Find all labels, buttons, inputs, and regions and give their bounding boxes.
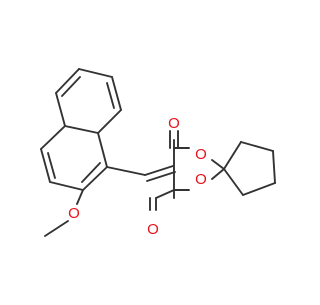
bond xyxy=(106,82,115,109)
bond xyxy=(55,92,66,127)
bond xyxy=(97,109,122,134)
bond xyxy=(144,165,174,176)
bond xyxy=(78,68,113,78)
molecule-diagram: O O O O O xyxy=(40,68,276,238)
bond xyxy=(242,182,276,196)
ring-oxygen-top-label: O xyxy=(195,146,207,163)
naphthalene-ring-b xyxy=(40,125,108,191)
dioxanedione-ring xyxy=(173,139,225,199)
bond xyxy=(47,152,56,179)
bond xyxy=(49,181,84,191)
carbonyl-top-oxygen-label: O xyxy=(168,115,180,132)
bond xyxy=(240,141,274,152)
bond xyxy=(40,148,51,183)
bond xyxy=(76,189,84,205)
naphthalene-ring-a xyxy=(55,68,122,134)
bond xyxy=(146,171,176,182)
bond xyxy=(211,168,225,180)
ring-oxygen-bottom-label: O xyxy=(195,171,207,188)
bond xyxy=(223,168,244,196)
structure-svg: O O O O O xyxy=(40,68,276,238)
bond xyxy=(155,189,175,199)
bond xyxy=(40,125,66,150)
carbonyl-top: O xyxy=(168,115,180,149)
bond xyxy=(82,166,108,191)
bond xyxy=(111,76,122,111)
alkylidene-linker xyxy=(106,165,176,182)
cyclopentane-ring xyxy=(223,141,276,196)
bond xyxy=(61,76,81,97)
bond xyxy=(223,141,242,170)
carbonyl-bottom-oxygen-label: O xyxy=(147,221,159,238)
bond xyxy=(106,166,146,176)
bond xyxy=(55,68,80,94)
bond xyxy=(272,150,276,184)
methoxy-oxygen-label: O xyxy=(68,205,80,222)
carbonyl-bottom: O xyxy=(147,189,175,238)
bond xyxy=(81,162,101,183)
bond xyxy=(97,132,108,168)
methoxy-group: O xyxy=(44,189,84,237)
bond xyxy=(211,159,225,170)
bond xyxy=(64,125,99,134)
bond xyxy=(44,220,69,237)
